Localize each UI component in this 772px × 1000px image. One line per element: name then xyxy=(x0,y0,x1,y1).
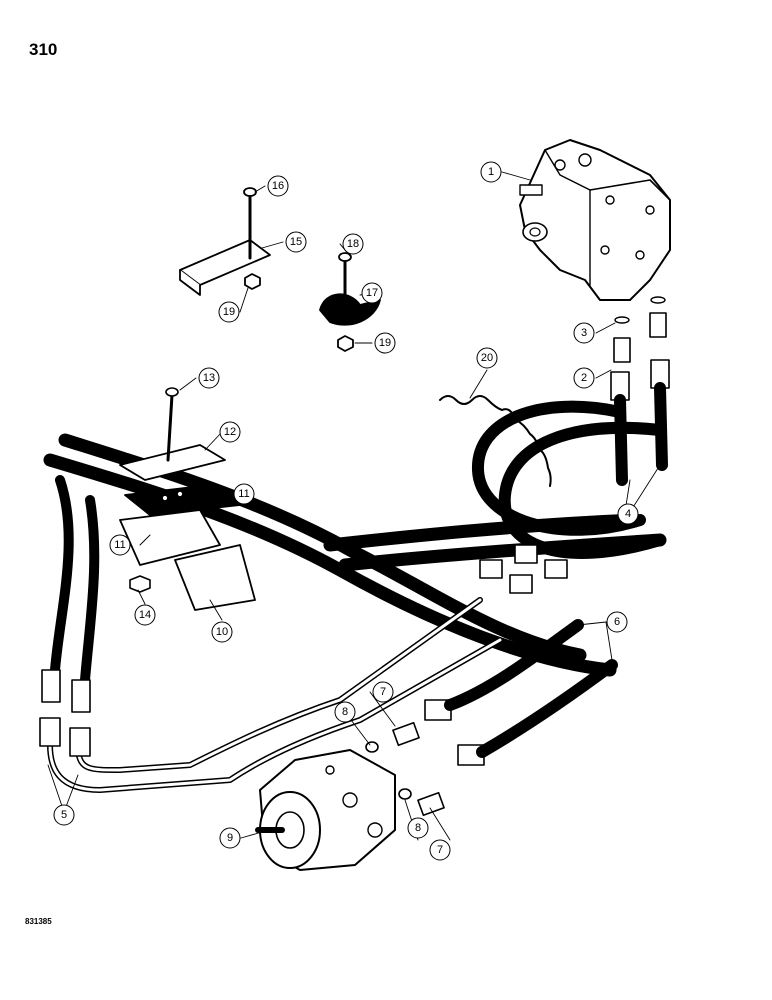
motor-hoses xyxy=(444,619,618,758)
callout-13: 13 xyxy=(203,372,215,384)
callout-3: 3 xyxy=(581,327,587,339)
pump-fittings xyxy=(610,296,670,401)
callout-17: 17 xyxy=(366,287,378,299)
callout-7a: 7 xyxy=(380,686,386,698)
callout-11b: 11 xyxy=(114,539,125,551)
callout-15: 15 xyxy=(290,236,302,248)
callout-9: 9 xyxy=(227,832,233,844)
bracket-assembly xyxy=(119,444,256,611)
clamp-assembly xyxy=(319,252,381,352)
callout-circles xyxy=(53,161,639,861)
callout-14: 14 xyxy=(139,609,151,621)
bolt-13 xyxy=(166,393,174,462)
callout-12: 12 xyxy=(224,426,236,438)
callout-20: 20 xyxy=(481,352,493,364)
steel-tubes xyxy=(47,597,503,793)
callout-6: 6 xyxy=(614,616,620,628)
callout-18: 18 xyxy=(347,238,359,250)
page-number: 310 xyxy=(29,40,58,59)
callout-19b: 19 xyxy=(379,337,391,349)
nut-14 xyxy=(129,575,151,593)
callout-4: 4 xyxy=(625,508,631,520)
hydraulic-pump xyxy=(519,139,671,301)
callout-2: 2 xyxy=(581,372,587,384)
spring-guard xyxy=(439,395,552,487)
callout-labels: 1 2 3 4 5 6 7 7 8 8 9 10 11 11 12 13 14 … xyxy=(61,166,631,856)
figure-code: 831385 xyxy=(25,917,52,926)
callout-16: 16 xyxy=(272,180,284,192)
plate-assembly xyxy=(179,187,271,296)
callout-19a: 19 xyxy=(223,306,235,318)
callout-8b: 8 xyxy=(415,822,421,834)
callout-7b: 7 xyxy=(437,844,443,856)
motor-fittings xyxy=(365,721,445,817)
callout-8a: 8 xyxy=(342,706,348,718)
callout-10: 10 xyxy=(216,626,228,638)
callout-1: 1 xyxy=(488,166,494,178)
callout-5: 5 xyxy=(61,809,67,821)
pump-hoses xyxy=(471,382,668,559)
hose-fittings xyxy=(39,544,568,766)
hydraulic-motor xyxy=(255,749,396,871)
callout-11a: 11 xyxy=(238,488,249,500)
